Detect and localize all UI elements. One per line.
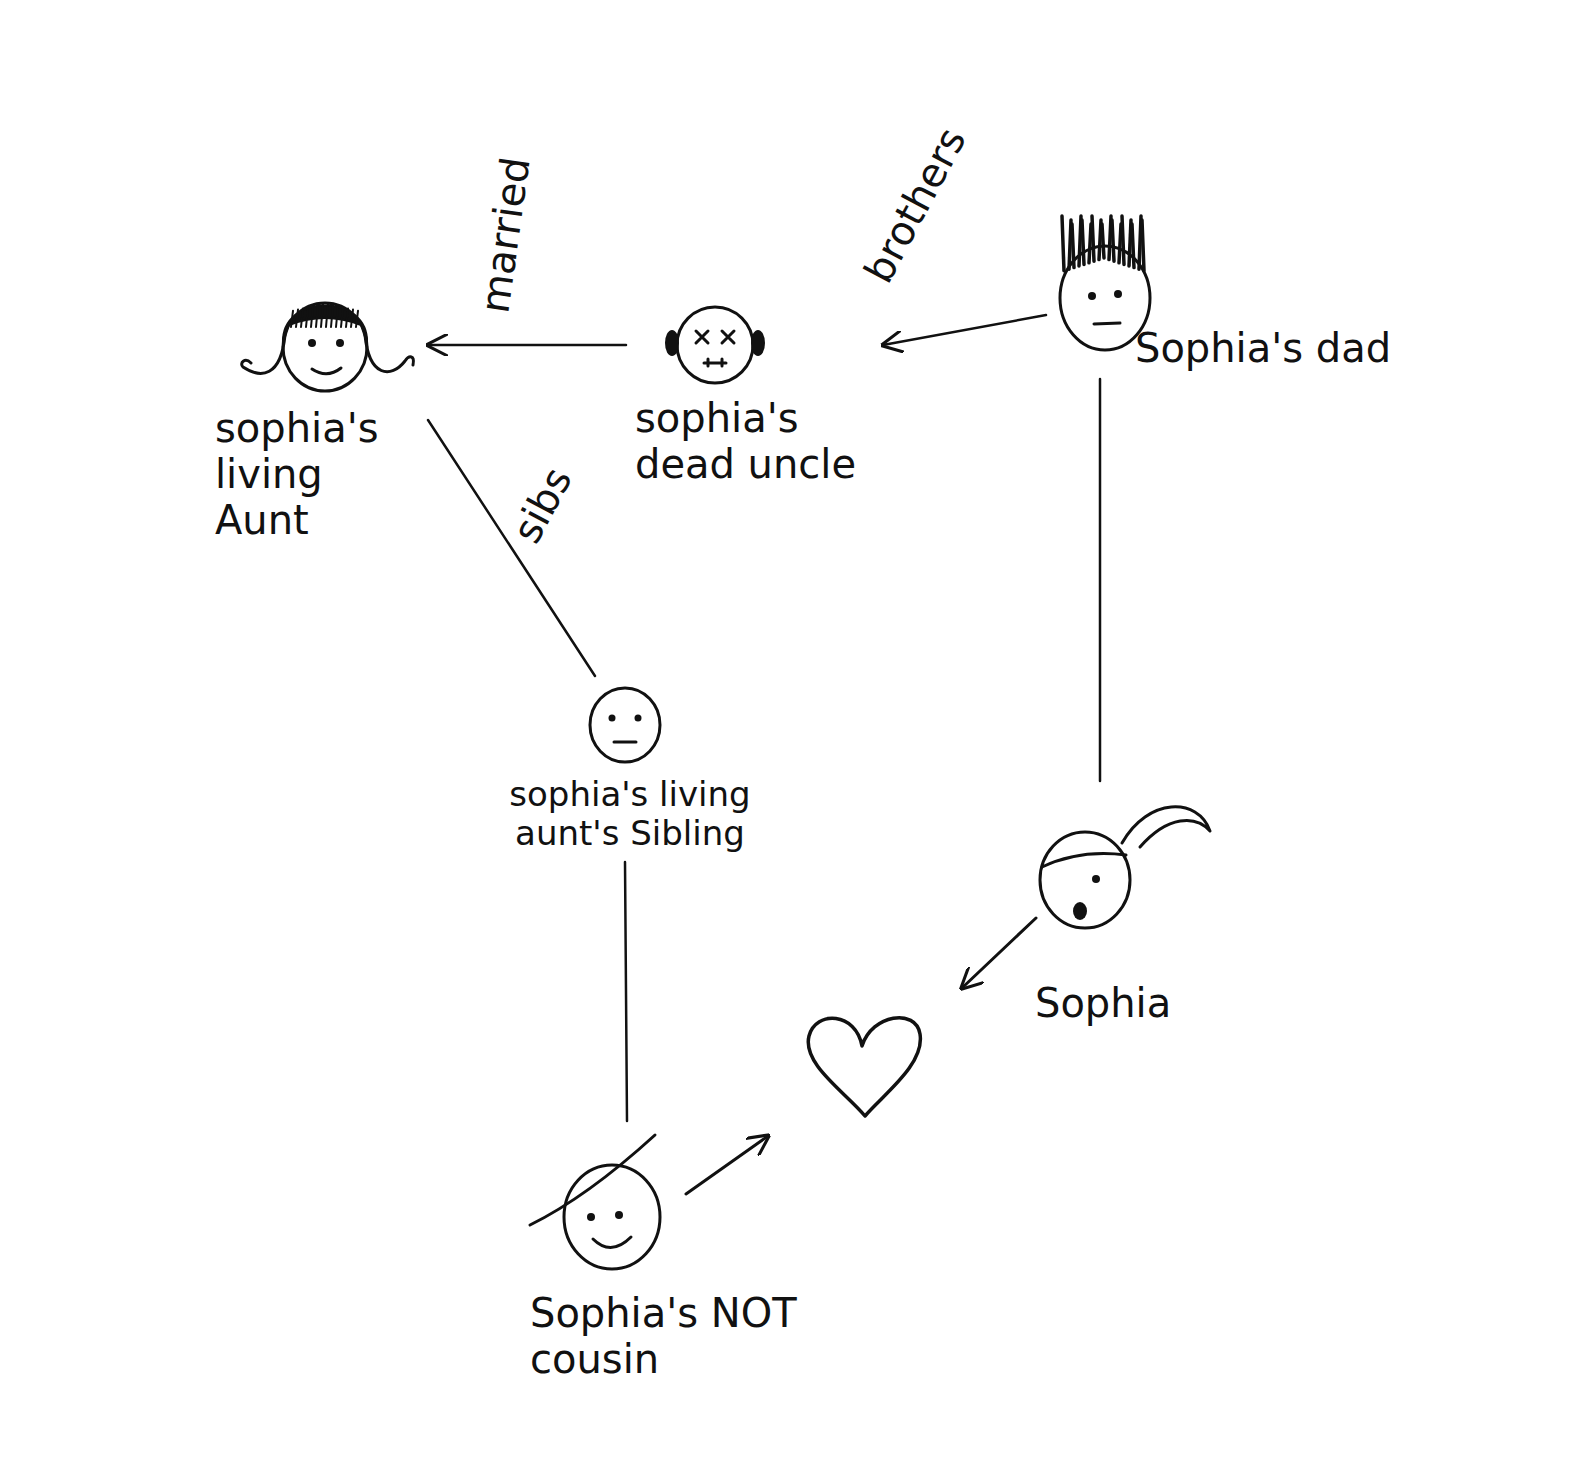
mouth bbox=[614, 741, 636, 744]
relation-line bbox=[1099, 379, 1102, 781]
hair-flip bbox=[365, 335, 413, 372]
hair-puff bbox=[665, 330, 679, 356]
spiky-hair bbox=[1089, 224, 1091, 263]
head-outline bbox=[590, 688, 660, 762]
heart-symbol bbox=[808, 1018, 920, 1116]
eye bbox=[1114, 290, 1122, 298]
hair bbox=[341, 307, 343, 327]
mouth bbox=[704, 359, 726, 366]
person-label: sophia's living aunt's Sibling bbox=[505, 775, 755, 853]
hair bbox=[291, 311, 293, 327]
hair-flip bbox=[242, 335, 285, 373]
eye bbox=[615, 1211, 623, 1219]
relation-line bbox=[625, 862, 627, 1121]
hair bbox=[326, 304, 328, 327]
eye bbox=[635, 715, 642, 722]
eye bbox=[587, 1213, 595, 1221]
spiky-hair bbox=[1142, 220, 1144, 271]
eye bbox=[336, 339, 344, 347]
person-node: Sophia bbox=[1030, 785, 1219, 1030]
love-arrow bbox=[686, 1136, 768, 1194]
hair bbox=[306, 307, 308, 327]
head-outline bbox=[283, 303, 367, 391]
spiky-hair bbox=[1062, 216, 1064, 271]
person-label: sophia's living Aunt bbox=[215, 405, 405, 543]
eye bbox=[308, 339, 316, 347]
hair bbox=[331, 305, 333, 327]
person-label: Sophia's dad bbox=[1135, 325, 1391, 371]
head-outline bbox=[1040, 832, 1130, 928]
relation-label: sibs bbox=[503, 458, 581, 553]
relation-label: brothers bbox=[855, 118, 976, 293]
spiky-hair bbox=[1119, 224, 1121, 263]
spiky-hair bbox=[1122, 216, 1124, 264]
person-label: Sophia bbox=[1035, 980, 1171, 1026]
spiky-hair bbox=[1082, 220, 1084, 264]
spiky-hair bbox=[1092, 216, 1094, 261]
mouth bbox=[1073, 902, 1087, 920]
relation-line bbox=[883, 315, 1046, 345]
hair bbox=[316, 305, 318, 327]
hair bbox=[301, 308, 303, 327]
hair bbox=[321, 304, 323, 327]
hair bbox=[283, 306, 367, 344]
x-eye bbox=[722, 331, 734, 343]
hair bbox=[336, 306, 338, 327]
relation-label: married bbox=[472, 151, 538, 318]
hair bbox=[351, 310, 353, 327]
ponytail bbox=[1122, 807, 1210, 847]
person-node: sophia's dead uncle bbox=[630, 295, 879, 491]
hair bbox=[346, 308, 348, 327]
love-arrow bbox=[962, 918, 1036, 988]
eye bbox=[1092, 875, 1100, 883]
mouth bbox=[593, 1237, 631, 1248]
person-node: Sophia's NOT cousin bbox=[525, 1125, 854, 1386]
relation-line bbox=[428, 344, 626, 347]
head-outline bbox=[677, 307, 753, 383]
spiky-hair bbox=[1102, 224, 1104, 258]
spiky-hair bbox=[1132, 224, 1134, 268]
mouth bbox=[1094, 323, 1120, 324]
person-node: Sophia's dad bbox=[1050, 210, 1396, 375]
mouth bbox=[312, 368, 341, 374]
person-label: Sophia's NOT cousin bbox=[530, 1290, 850, 1382]
spiky-hair bbox=[1112, 220, 1114, 261]
eye bbox=[1088, 292, 1096, 300]
hair-line bbox=[1042, 854, 1126, 868]
person-node: sophia's living aunt's Sibling bbox=[500, 680, 759, 858]
person-label: sophia's dead uncle bbox=[635, 395, 875, 487]
hair bbox=[311, 306, 313, 327]
person-node: sophia's living Aunt bbox=[215, 285, 424, 547]
hair bbox=[296, 310, 298, 327]
hair-puff bbox=[751, 330, 765, 356]
spiky-hair bbox=[1072, 224, 1074, 268]
eye bbox=[609, 715, 616, 722]
x-eye bbox=[696, 331, 708, 343]
head-outline bbox=[564, 1165, 660, 1269]
hair-line bbox=[530, 1135, 655, 1225]
relation-line bbox=[428, 420, 595, 676]
hair bbox=[356, 311, 358, 327]
